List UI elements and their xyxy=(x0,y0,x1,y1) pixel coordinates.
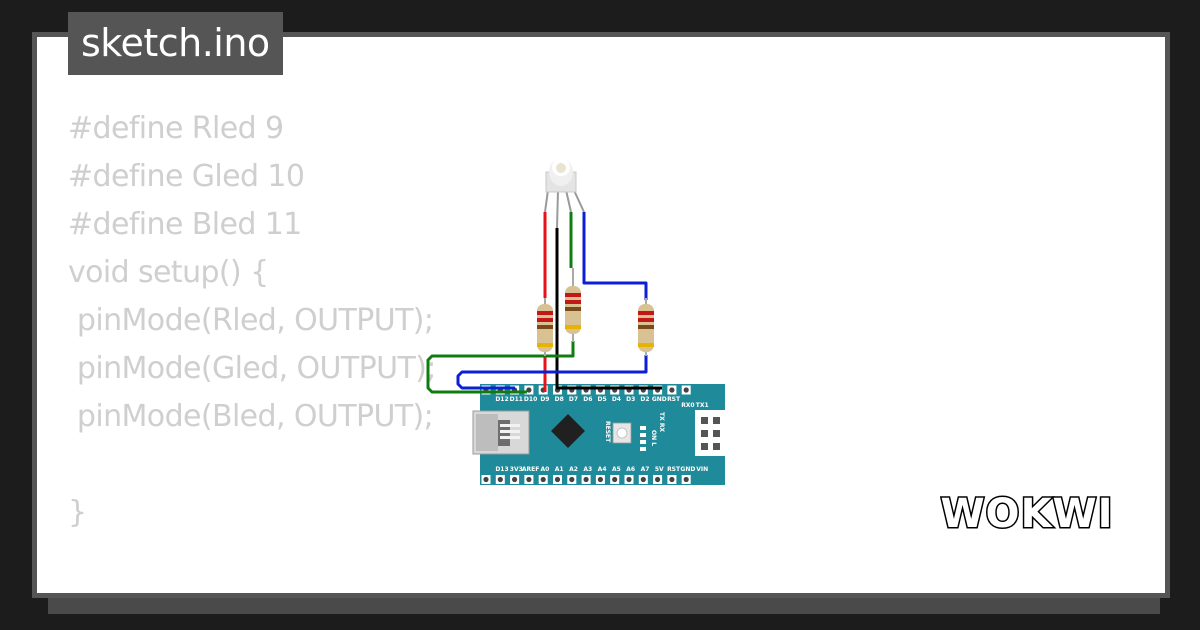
led-l xyxy=(640,447,646,451)
pin-hole xyxy=(612,476,618,483)
pin-label: GND xyxy=(680,466,695,473)
wire-black xyxy=(555,228,662,390)
pin-label: A3 xyxy=(583,466,592,473)
microcontroller-chip xyxy=(551,414,585,448)
pin-hole xyxy=(655,476,661,483)
pin-label: D13 xyxy=(495,466,508,473)
pin-label: 3V3 xyxy=(510,466,523,473)
pin-hole xyxy=(583,476,589,483)
pin-label: A6 xyxy=(626,466,635,473)
pin-hole xyxy=(497,476,503,483)
led-label-on-l: ON L xyxy=(650,430,657,446)
code-line: } xyxy=(68,495,87,530)
code-line: void loop() { xyxy=(68,585,436,593)
pin-label: D4 xyxy=(612,396,621,403)
top-pin-header xyxy=(481,385,691,395)
rgb-led[interactable] xyxy=(544,158,585,229)
frame-shadow xyxy=(48,598,1160,614)
project-preview-card: #define Rled 9 #define Gled 10 #define Ble… xyxy=(37,37,1165,593)
pin-hole xyxy=(683,476,689,483)
led-rx xyxy=(640,433,646,437)
icsp-header xyxy=(695,410,725,456)
wire-green xyxy=(426,341,575,394)
code-line: #define Bled 11 xyxy=(68,207,302,242)
pin-hole xyxy=(683,387,689,393)
pin-hole xyxy=(483,476,489,483)
pin-label: VIN xyxy=(696,466,708,473)
pin-label: 5V xyxy=(655,466,664,473)
pin-label: D12 xyxy=(495,396,508,403)
code-line: void setup() { xyxy=(68,255,269,290)
pin-hole xyxy=(511,476,518,483)
bottom-pin-header xyxy=(481,475,691,484)
pin-label: D11 xyxy=(510,396,523,403)
pin-label: GND xyxy=(652,396,667,403)
code-line: #define Gled 10 xyxy=(68,159,305,194)
pin-label: AREF xyxy=(522,466,539,473)
pin-hole xyxy=(640,476,646,483)
usb-connector xyxy=(472,410,530,455)
pin-label: D5 xyxy=(598,396,607,403)
pin-label: D6 xyxy=(583,396,592,403)
pin-hole xyxy=(669,387,675,393)
wire-blue xyxy=(456,355,648,390)
code-editor: #define Rled 9 #define Gled 10 #define Ble… xyxy=(68,105,436,593)
pin-label: RST xyxy=(667,466,681,473)
pin-label: A4 xyxy=(598,466,607,473)
pin-hole xyxy=(554,476,561,483)
code-line: pinMode(Bled, OUTPUT); xyxy=(68,399,434,434)
pin-label: RST xyxy=(667,396,681,403)
code-line: pinMode(Rled, OUTPUT); xyxy=(68,303,434,338)
pin-label: D9 xyxy=(540,396,549,403)
wires xyxy=(426,212,662,394)
pin-label: D8 xyxy=(555,396,564,403)
reset-button[interactable] xyxy=(612,422,632,444)
led-tx xyxy=(640,426,646,430)
pin-hole xyxy=(669,476,675,483)
pin-label: D3 xyxy=(626,396,635,403)
pin-hole xyxy=(526,387,532,393)
resistor-blue[interactable] xyxy=(638,298,654,356)
reset-label: RESET xyxy=(604,421,611,443)
wire-blue xyxy=(582,212,648,300)
svg-text:WOKWI: WOKWI xyxy=(940,491,1113,537)
pin-hole xyxy=(569,476,575,483)
pin-hole xyxy=(597,476,604,483)
pin-label: TX1 xyxy=(696,402,709,409)
code-line: #define Rled 9 xyxy=(68,111,284,146)
wokwi-logo: WOKWI xyxy=(940,490,1114,538)
file-name-tab[interactable]: sketch.ino xyxy=(68,12,283,75)
led-label-tx-rx: TX RX xyxy=(658,412,665,432)
pin-hole xyxy=(540,476,546,483)
pin-label: A5 xyxy=(612,466,621,473)
pin-hole xyxy=(526,476,532,483)
led-on xyxy=(640,440,646,444)
resistor-green[interactable] xyxy=(565,268,581,342)
pin-label: A7 xyxy=(641,466,650,473)
pin-label: D2 xyxy=(640,396,649,403)
pin-label: A1 xyxy=(555,466,564,473)
pin-label: D7 xyxy=(569,396,578,403)
resistor-red[interactable] xyxy=(537,298,553,356)
pin-hole xyxy=(626,476,632,483)
code-line: pinMode(Gled, OUTPUT); xyxy=(68,351,436,386)
pin-label: A2 xyxy=(569,466,578,473)
pin-label: RX0 xyxy=(681,402,694,409)
pin-label: A0 xyxy=(540,466,549,473)
pin-label: D10 xyxy=(524,396,537,403)
